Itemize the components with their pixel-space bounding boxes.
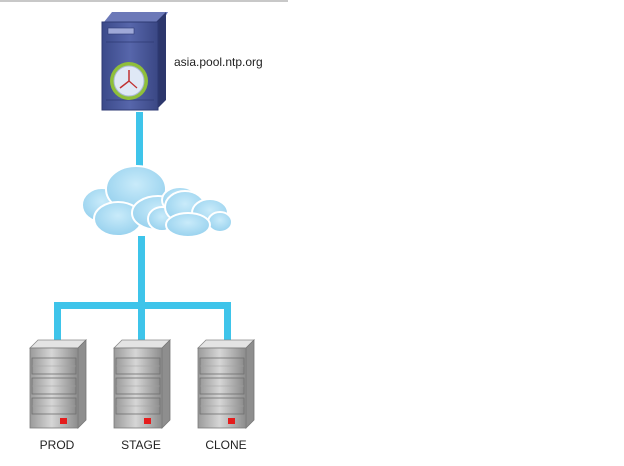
connection-links [54, 112, 231, 344]
servers-group [29, 339, 255, 429]
diagram-top-rule [0, 0, 288, 2]
link-cloud-to-bus [138, 236, 145, 306]
status-led [228, 418, 235, 424]
server-tower-icon [29, 339, 87, 429]
cloud-icon [81, 165, 233, 238]
status-led [144, 418, 151, 424]
server-label-clone: CLONE [205, 438, 247, 452]
server-label-stage: STAGE [121, 438, 161, 452]
status-led [60, 418, 67, 424]
link-ntp-to-cloud [136, 112, 143, 172]
ntp-server-label: asia.pool.ntp.org [174, 55, 263, 69]
server-label-prod: PROD [39, 438, 75, 452]
link-bus-to-prod [54, 302, 61, 344]
link-bus-to-stage [138, 302, 145, 344]
ntp-server-clock-icon [101, 12, 168, 111]
server-tower-icon [197, 339, 255, 429]
link-bus-to-clone [224, 302, 231, 344]
server-tower-icon [113, 339, 171, 429]
